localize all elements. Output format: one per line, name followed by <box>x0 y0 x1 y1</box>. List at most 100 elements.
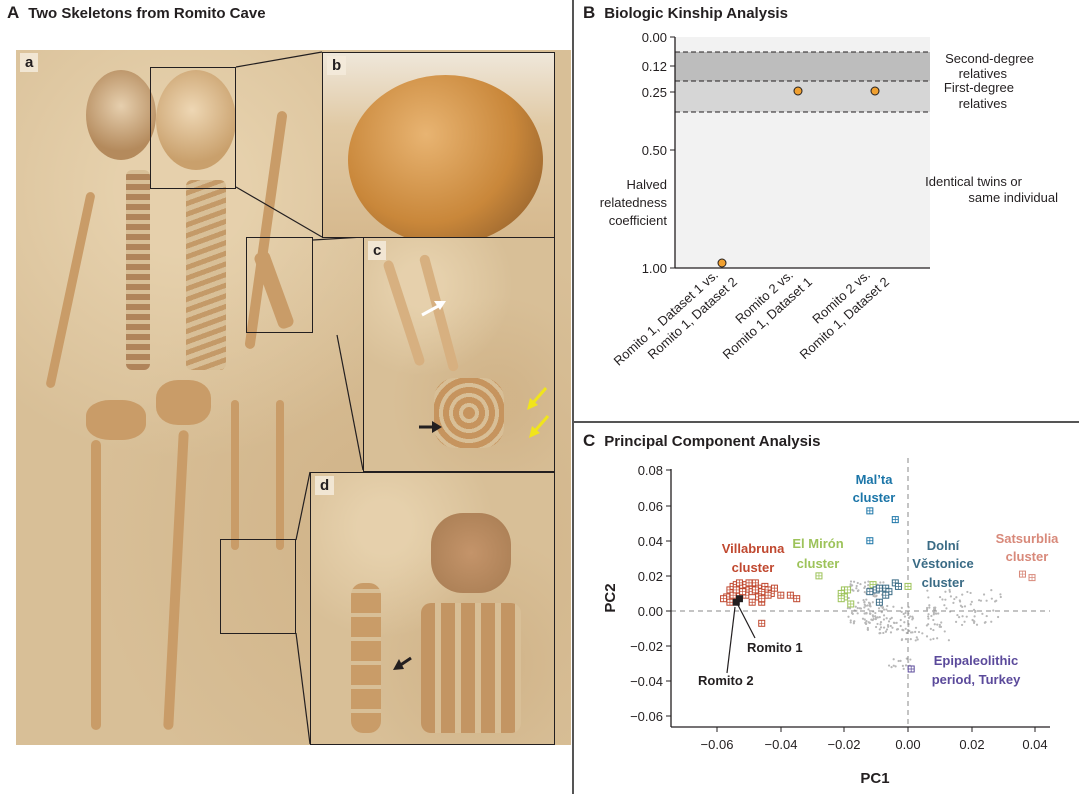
background-sample-point <box>863 581 867 584</box>
cluster-point-cross <box>815 572 822 579</box>
inset-d-feet-closeup: d <box>310 472 555 745</box>
cluster-point-cross <box>895 583 902 590</box>
panel-a-letter: A <box>7 3 20 22</box>
background-sample-point <box>874 618 877 621</box>
y-tick-2: 0.25 <box>642 85 667 100</box>
background-sample-point <box>999 595 1002 599</box>
background-sample-point <box>939 625 943 628</box>
cluster-point-cross <box>777 592 784 599</box>
background-sample-point <box>877 607 881 610</box>
subpanel-a-label: a <box>20 53 39 72</box>
background-sample-point <box>992 609 995 612</box>
background-sample-point <box>876 616 879 619</box>
cluster-label-malta-2: cluster <box>853 490 896 505</box>
yellow-arrow-icon <box>527 398 538 410</box>
background-sample-point <box>861 617 865 620</box>
background-sample-point <box>990 588 993 592</box>
background-sample-point <box>846 607 849 610</box>
background-sample-point <box>879 581 882 584</box>
cluster-point-cross <box>758 620 765 627</box>
skull-left <box>86 70 156 160</box>
background-sample-point <box>865 598 868 601</box>
cluster-label-elmiron-1: El Mirón <box>792 536 843 551</box>
bone <box>86 400 146 440</box>
cluster-point-cross <box>733 586 740 593</box>
background-sample-point <box>905 657 908 660</box>
background-sample-point <box>855 587 858 590</box>
bone <box>421 603 521 733</box>
category-label-0-line1: Romito 1, Dataset 1 vs. <box>611 267 721 369</box>
cluster-point-cross <box>793 595 800 602</box>
background-sample-point <box>873 595 877 598</box>
background-sample-point <box>874 611 877 615</box>
panel-c-letter: C <box>583 431 596 450</box>
background-sample-point <box>879 631 882 635</box>
background-sample-point <box>961 615 964 618</box>
bone <box>186 180 226 370</box>
background-sample-point <box>943 630 946 633</box>
panel-c-title-text: Principal Component Analysis <box>604 433 821 450</box>
background-sample-point <box>914 639 917 642</box>
panel-divider-vertical <box>572 0 574 794</box>
background-sample-point <box>902 667 905 670</box>
background-sample-point <box>870 618 873 621</box>
background-sample-point <box>933 623 936 626</box>
background-sample-point <box>878 628 881 631</box>
background-sample-point <box>867 583 870 587</box>
background-sample-point <box>995 599 998 602</box>
y-label-line: coefficient <box>609 213 668 228</box>
background-sample-point <box>938 595 942 599</box>
cluster-point-cross <box>771 585 778 592</box>
romito-2-label: Romito 2 <box>698 673 754 688</box>
band-first-degree <box>675 81 930 112</box>
background-sample-point <box>855 584 858 588</box>
background-sample-point <box>972 619 975 622</box>
pca-chart: 0.08 0.06 0.04 0.02 0.00 −0.02 −0.04 −0.… <box>602 458 1059 787</box>
background-sample-point <box>956 613 959 617</box>
cluster-point-cross <box>838 595 845 602</box>
background-sample-point <box>947 639 950 642</box>
background-sample-point <box>904 637 908 641</box>
romito-point <box>732 598 740 606</box>
background-sample-point <box>886 624 890 627</box>
cluster-point-cross <box>758 595 765 602</box>
band-label-first-line1: First-degree <box>944 80 1014 95</box>
background-sample-point <box>963 620 966 623</box>
background-sample-point <box>857 601 860 604</box>
x-tick: 0.04 <box>1022 737 1047 752</box>
background-sample-point <box>900 606 903 609</box>
background-sample-point <box>940 621 943 624</box>
y-tick: 0.06 <box>638 499 663 514</box>
y-tick-4: 1.00 <box>642 261 667 276</box>
cluster-label-satsurblia-2: cluster <box>1006 549 1049 564</box>
background-sample-point <box>908 629 911 632</box>
background-sample-point <box>868 602 872 605</box>
background-sample-point <box>958 599 961 602</box>
cluster-point-cross <box>892 516 899 523</box>
background-sample-point <box>880 611 883 614</box>
panel-c-title: C Principal Component Analysis <box>583 431 820 451</box>
background-sample-point <box>914 630 917 633</box>
background-sample-point <box>882 614 886 617</box>
cluster-point-cross <box>866 507 873 514</box>
y-axis-label: Halved relatedness coefficient <box>600 177 668 228</box>
y-tick: 0.00 <box>638 604 663 619</box>
white-arrow-icon <box>434 301 446 310</box>
panel-b-letter: B <box>583 3 596 22</box>
cluster-point-cross <box>847 600 854 607</box>
background-sample-point <box>996 615 1000 619</box>
background-sample-point <box>926 589 929 592</box>
background-sample-point <box>903 621 906 624</box>
y-label-line: Halved <box>627 177 667 192</box>
y-tick: 0.02 <box>638 569 663 584</box>
background-sample-point <box>925 624 928 627</box>
x-tick: −0.06 <box>701 737 734 752</box>
background-sample-point <box>849 580 853 583</box>
background-sample-point <box>936 623 939 626</box>
background-sample-point <box>863 591 866 594</box>
cluster-point-cross <box>749 599 756 606</box>
background-sample-point <box>867 608 870 611</box>
data-point-0 <box>717 258 727 268</box>
background-sample-point <box>863 618 866 621</box>
cluster-points <box>720 507 1036 673</box>
